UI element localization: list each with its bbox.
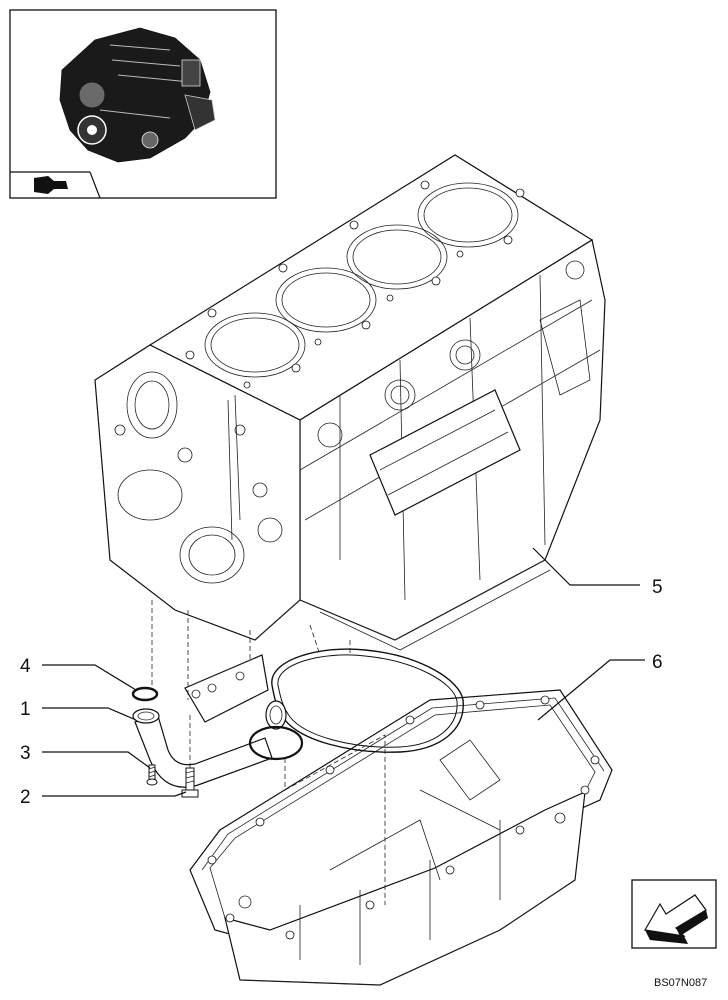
callout-number-5: 5 <box>652 577 663 598</box>
o-ring <box>131 686 159 702</box>
drawing-code: BS07N087 <box>654 977 707 989</box>
engine-thumbnail-inset[interactable] <box>9 9 277 199</box>
callout-number-6: 6 <box>652 652 663 673</box>
callout-1[interactable]: 1 <box>20 699 137 721</box>
callout-5[interactable]: 5 <box>532 547 663 598</box>
callout-number-4: 4 <box>20 656 31 677</box>
callout-4[interactable]: 4 <box>20 656 137 691</box>
callout-6[interactable]: 6 <box>537 652 663 721</box>
oil-pan <box>189 689 613 986</box>
assembly-guide-lines <box>151 600 386 905</box>
oil-suction-tube <box>132 654 287 788</box>
bolt <box>181 767 199 798</box>
back-arrow-icon[interactable] <box>34 175 68 194</box>
callout-number-1: 1 <box>20 699 31 720</box>
callout-number-2: 2 <box>20 787 31 808</box>
diagonal-arrow-icon[interactable] <box>631 879 717 949</box>
callout-3[interactable]: 3 <box>20 743 151 769</box>
callout-number-3: 3 <box>20 743 31 764</box>
tube-seal-ring <box>248 725 304 761</box>
callout-2[interactable]: 2 <box>20 787 187 808</box>
engine-block <box>94 154 606 651</box>
screw-small <box>146 764 158 786</box>
engine-thumbnail-image <box>59 27 216 163</box>
